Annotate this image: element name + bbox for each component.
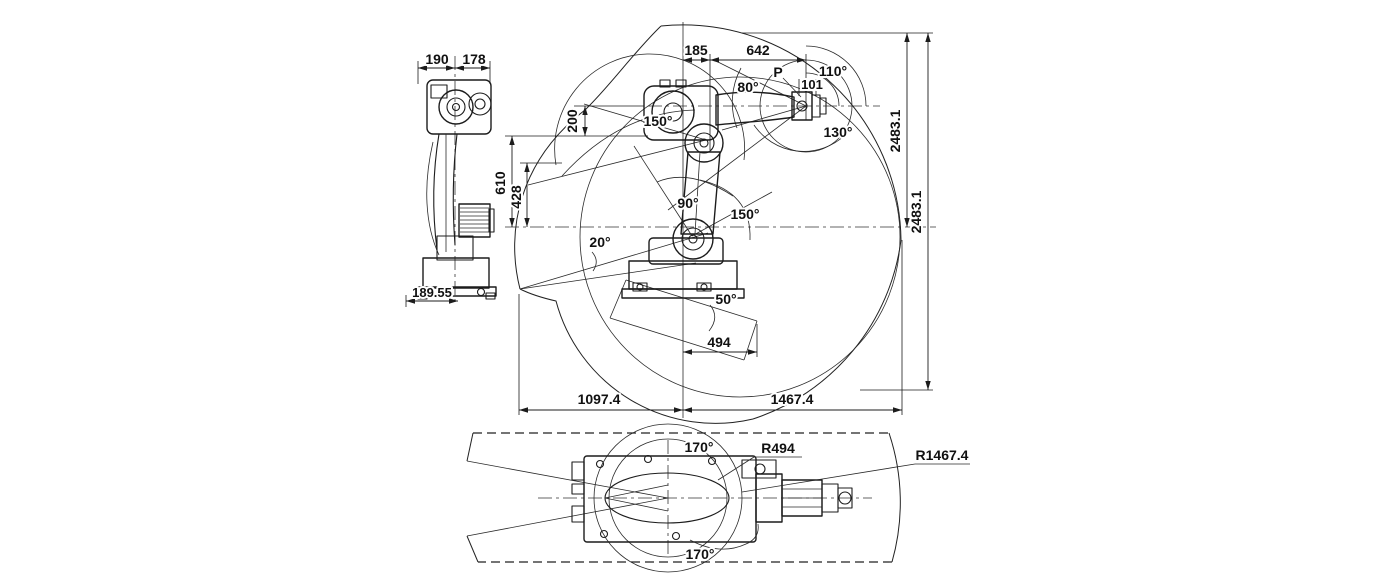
dim-178: 178 — [462, 51, 486, 67]
angle-arc-circle — [608, 438, 728, 558]
angle-170-bottom: 170° — [686, 546, 715, 562]
angle-150-upper: 150° — [644, 113, 673, 129]
front-robot-body — [415, 79, 497, 300]
dim-101: 101 — [801, 77, 823, 92]
angle-110: 110° — [819, 63, 847, 79]
front-dimensions: 190 178 189.55 — [405, 49, 491, 307]
label-r494: R494 — [761, 440, 795, 456]
label-r1467: R1467.4 — [916, 447, 969, 463]
dim-642: 642 — [746, 42, 770, 58]
dim-2483-inner: 2483.1 — [887, 109, 903, 152]
motor-hatch — [460, 207, 489, 233]
angle-80: 80° — [737, 79, 758, 95]
elbow-locus-circle — [579, 76, 901, 398]
angle-90: 90° — [677, 195, 698, 211]
dim-1097: 1097.4 — [578, 391, 621, 407]
angle-130: 130° — [824, 124, 853, 140]
dim-2483-outer: 2483.1 — [908, 190, 924, 233]
front-view: 190 178 189.55 — [405, 49, 497, 307]
dim-189-55: 189.55 — [412, 285, 452, 300]
top-robot-silhouette — [571, 454, 853, 550]
dim-428: 428 — [508, 185, 524, 209]
r494-circle — [593, 423, 743, 573]
dim-190: 190 — [425, 51, 449, 67]
angle-20: 20° — [589, 234, 610, 250]
working-envelope — [514, 24, 902, 424]
angle-50: 50° — [715, 291, 736, 307]
dim-185: 185 — [684, 42, 708, 58]
dim-494: 494 — [707, 334, 731, 350]
label-point-p: P — [773, 64, 782, 80]
top-labels: 170° 170° R494 R1467.4 — [683, 437, 971, 564]
main-robot-silhouette — [621, 79, 827, 299]
dim-200: 200 — [564, 109, 580, 133]
top-view: 170° 170° R494 R1467.4 — [466, 423, 971, 573]
main-angle-labels: 80° 110° 130° 150° 90° 150° 20° 50° — [587, 61, 854, 309]
upper-wrist-locus — [554, 53, 745, 166]
main-side-view: 185 642 200 610 428 2483.1 2483.1 494 — [490, 22, 936, 424]
dim-610: 610 — [492, 171, 508, 195]
dim-1467: 1467.4 — [771, 391, 814, 407]
angle-150-lower: 150° — [731, 206, 760, 222]
main-dimensions: 185 642 200 610 428 2483.1 2483.1 494 — [490, 32, 933, 415]
angle-170-top: 170° — [685, 439, 714, 455]
angle-construction — [519, 45, 867, 361]
